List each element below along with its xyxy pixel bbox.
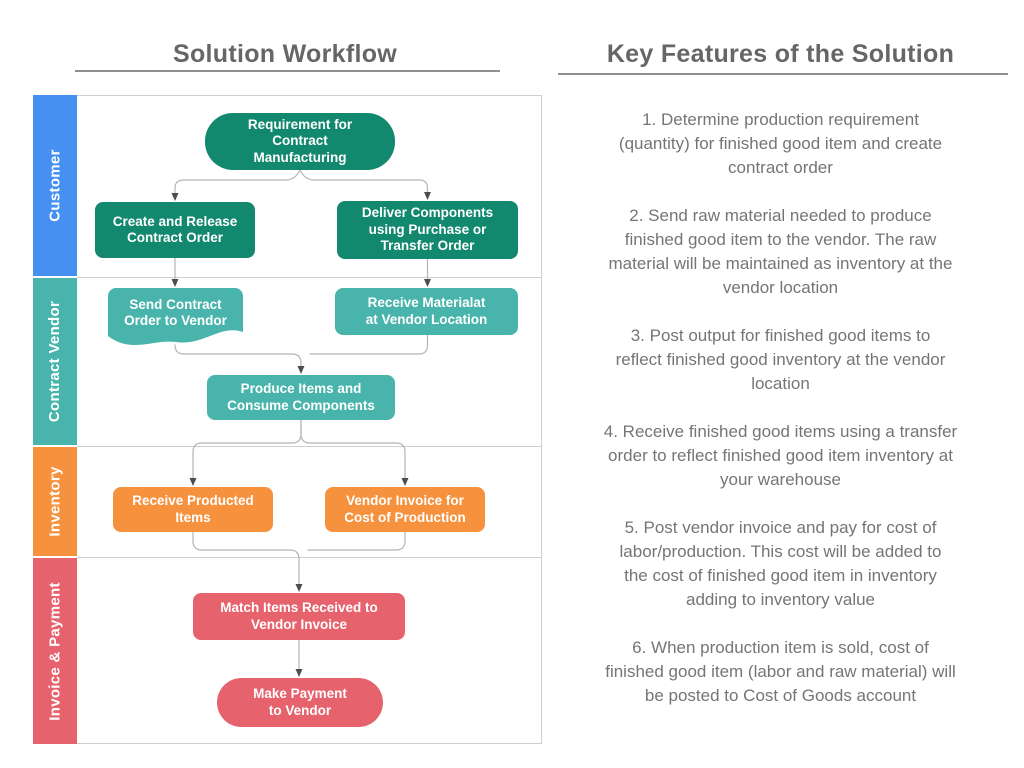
flow-node-requirement: Requirement for Contract Manufacturing: [205, 113, 395, 170]
swimlane-diagram: Customer Contract Vendor Inventory Invoi…: [33, 95, 542, 744]
lane-bar-invoice-payment: Invoice & Payment: [33, 558, 77, 744]
lane-divider-inventory-invoice: [77, 557, 542, 558]
feature-item-1: 1. Determine production requirement (qua…: [618, 110, 943, 177]
flow-node-make-payment: Make Payment to Vendor: [217, 678, 383, 727]
key-features-list: 1. Determine production requirement (qua…: [553, 108, 1008, 732]
lane-bar-contract-vendor: Contract Vendor: [33, 278, 77, 445]
feature-item-5: 5. Post vendor invoice and pay for cost …: [619, 518, 942, 609]
key-features-title-underline: [558, 73, 1008, 75]
flow-node-send-contract-order: Send Contract Order to Vendor: [108, 288, 243, 350]
flow-connectors: [171, 169, 431, 677]
flow-node-deliver-components: Deliver Components using Purchase or Tra…: [337, 201, 518, 259]
flow-node-create-contract-order: Create and Release Contract Order: [95, 202, 255, 258]
solution-workflow-title: Solution Workflow: [172, 40, 398, 68]
lane-divider-vendor-inventory: [77, 446, 542, 447]
key-features-title: Key Features of the Solution: [606, 40, 955, 68]
diagram-right-border: [541, 95, 542, 744]
feature-item-6: 6. When production item is sold, cost of…: [605, 638, 956, 705]
solution-workflow-title-underline: [75, 70, 500, 72]
feature-item-4: 4. Receive finished good items using a t…: [603, 422, 958, 489]
arrowhead-icons: [171, 192, 431, 677]
flow-node-receive-producted-items: Receive Producted Items: [113, 487, 273, 532]
lane-divider-bottom: [77, 743, 542, 744]
feature-item-2: 2. Send raw material needed to produce f…: [608, 206, 953, 297]
flow-node-send-contract-order-label: Send Contract Order to Vendor: [124, 296, 227, 328]
feature-item-3: 3. Post output for finished good items t…: [615, 326, 946, 393]
flow-node-vendor-invoice: Vendor Invoice for Cost of Production: [325, 487, 485, 532]
lane-divider-top: [77, 95, 542, 96]
lane-bar-inventory: Inventory: [33, 447, 77, 556]
lane-bar-customer: Customer: [33, 95, 77, 276]
flow-node-produce-items: Produce Items and Consume Components: [207, 375, 395, 420]
flow-node-receive-material: Receive Materialat at Vendor Location: [335, 288, 518, 335]
document-shape-icon: [108, 288, 243, 346]
lane-divider-customer-vendor: [77, 277, 542, 278]
flow-node-match-items: Match Items Received to Vendor Invoice: [193, 593, 405, 640]
